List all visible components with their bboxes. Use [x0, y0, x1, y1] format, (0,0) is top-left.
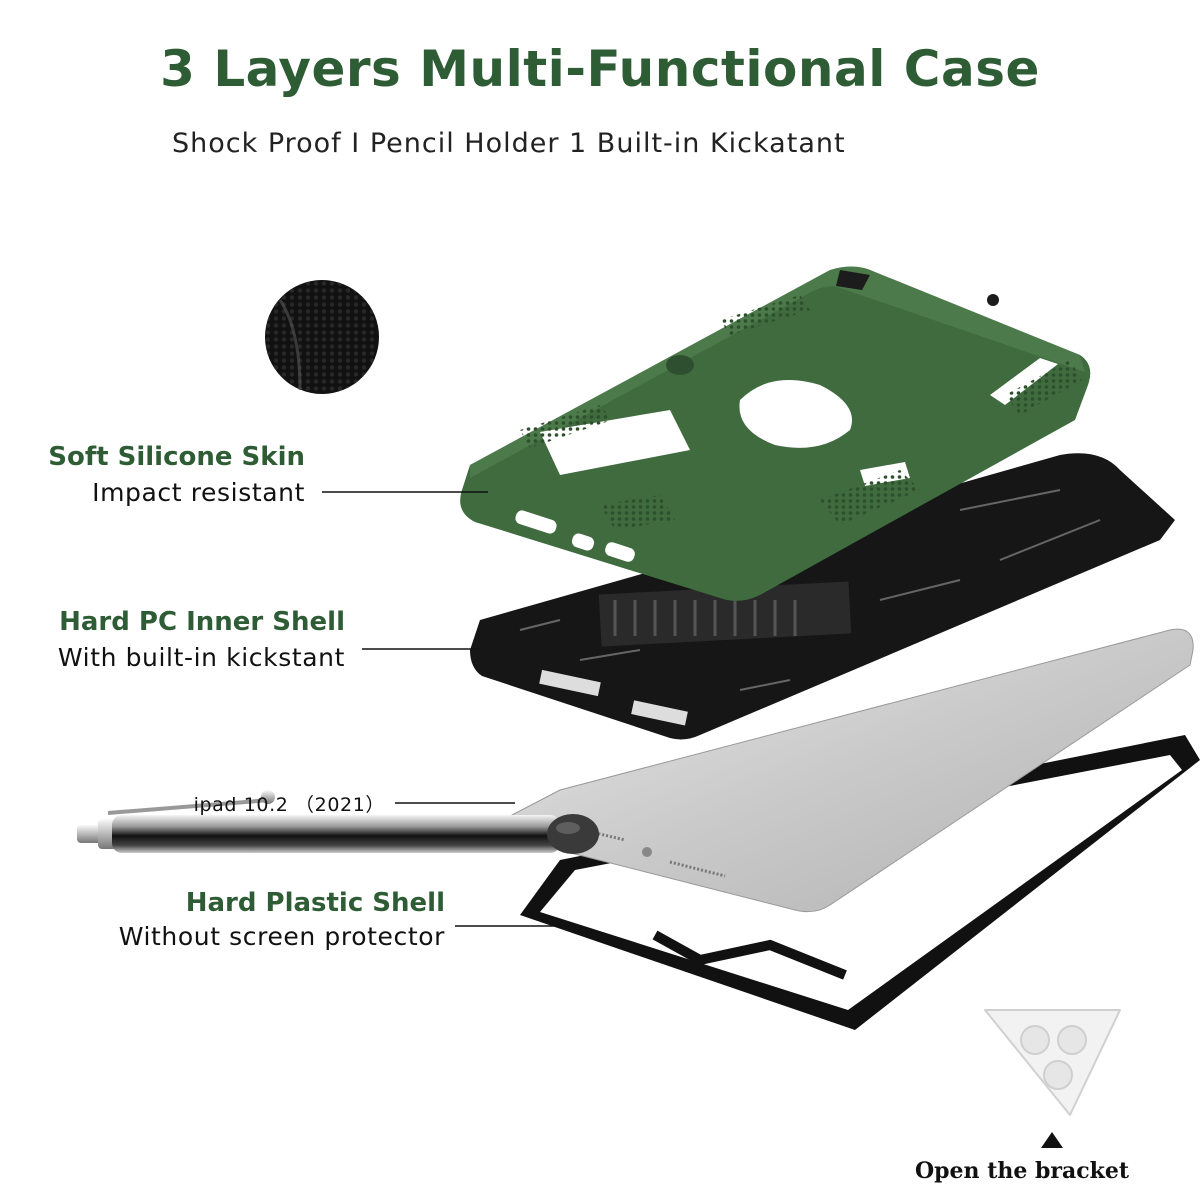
page-subtitle: Shock Proof I Pencil Holder 1 Built-in K… — [172, 128, 846, 159]
label-soft-silicone-heading: Soft Silicone Skin — [48, 442, 305, 472]
label-hard-pc-heading: Hard PC Inner Shell — [59, 607, 345, 637]
bracket-stand-icon — [984, 1009, 1121, 1116]
texture-swatch-icon — [265, 280, 379, 394]
stylus-pen-icon — [77, 790, 599, 854]
label-hard-pc-detail: With built-in kickstant — [57, 643, 345, 672]
arrow-up-icon — [1041, 1132, 1063, 1148]
soft-silicone-skin — [460, 266, 1091, 601]
label-hard-plastic-heading: Hard Plastic Shell — [185, 888, 445, 918]
bracket-caption: Open the bracket — [915, 1158, 1130, 1184]
label-hard-plastic-detail: Without screen protector — [118, 922, 445, 951]
label-soft-silicone-detail: Impact resistant — [92, 478, 305, 507]
hard-pc-inner-shell — [470, 453, 1175, 740]
leader-lines — [322, 491, 580, 927]
label-ipad-model: ipad 10.2 （2021） — [193, 794, 385, 816]
page-title: 3 Layers Multi-Functional Case — [160, 40, 1040, 98]
